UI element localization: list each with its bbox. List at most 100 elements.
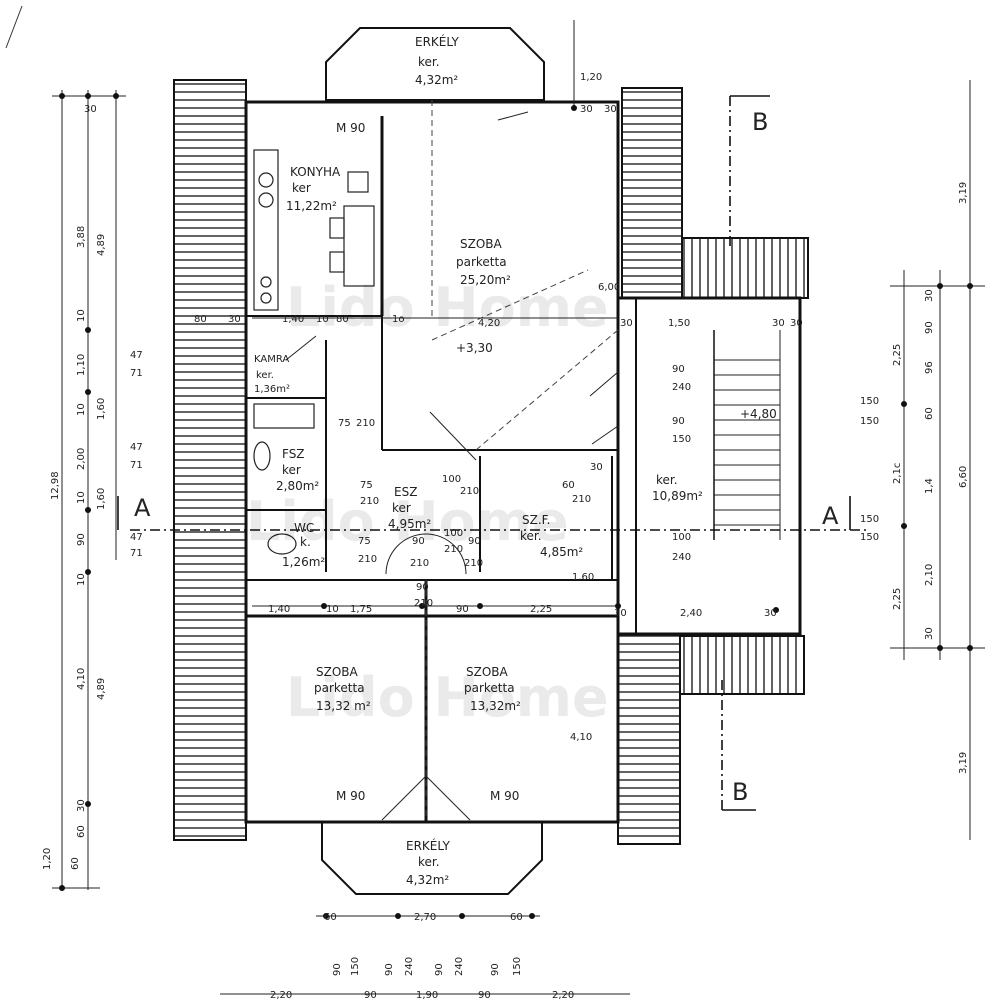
dimension-lines xyxy=(52,20,985,995)
section-lines xyxy=(117,95,870,811)
dimension-label: 240 xyxy=(672,382,691,393)
dimension-label: 6,00 xyxy=(598,282,620,293)
dimension-label: 1,60 xyxy=(96,488,107,510)
room-se-name: SZOBA xyxy=(466,665,509,679)
dimension-label: 90 xyxy=(332,963,343,976)
closet-name: SZ.F. xyxy=(522,513,550,527)
dimension-label: 4,89 xyxy=(96,678,107,700)
section-markers: A A B B xyxy=(134,108,839,806)
room-labels: ERKÉLY ker. 4,32m² KONYHA ker 11,22m² SZ… xyxy=(254,34,703,887)
dimension-label: 210 xyxy=(360,496,379,507)
dimension-label: 100 xyxy=(672,532,691,543)
dimension-ticks xyxy=(59,93,973,919)
dimension-label: 75 xyxy=(338,418,351,429)
watermark: Lido Home Lido Home Lido Home xyxy=(246,276,609,729)
pantry-floor: ker. xyxy=(256,370,274,381)
balcony-top-area: 4,32m² xyxy=(415,73,458,87)
room-se-floor: parketta xyxy=(464,681,515,695)
dimension-label: 10 xyxy=(326,604,339,615)
level-marks: +3,30 +4,80 M 90 M 90 M 90 xyxy=(336,121,777,803)
dimension-label: 150 xyxy=(860,416,879,427)
dimension-label: 1,60 xyxy=(96,398,107,420)
level-stair: +4,80 xyxy=(740,407,777,421)
dimension-label: 30 xyxy=(590,462,603,473)
roof-slope-northeast xyxy=(621,87,683,299)
dimension-label: 2,70 xyxy=(414,912,436,923)
room-big-area: 25,20m² xyxy=(460,273,511,287)
dimension-label: 60 xyxy=(70,857,81,870)
door-mark-top: M 90 xyxy=(336,121,365,135)
dimension-label: 1,40 xyxy=(268,604,290,615)
dimension-label: 10 xyxy=(76,573,87,586)
dimension-label: 1,50 xyxy=(668,318,690,329)
dimension-label: 210 xyxy=(358,554,377,565)
kitchen-fixtures xyxy=(253,149,375,555)
roof-slope-southeast xyxy=(617,633,681,845)
dimension-label: 60 xyxy=(76,825,87,838)
dimension-label: 75 xyxy=(360,480,373,491)
room-big-name: SZOBA xyxy=(460,237,503,251)
dimension-label: 30 xyxy=(614,608,627,619)
dimension-label: 60 xyxy=(324,912,337,923)
dimension-label: 2,20 xyxy=(552,990,574,1000)
room-big-floor: parketta xyxy=(456,255,507,269)
balconies xyxy=(321,27,545,895)
dimension-label: 4,10 xyxy=(570,732,592,743)
dimension-label: 3,19 xyxy=(958,182,969,204)
dimension-label: 30 xyxy=(604,104,617,115)
stair-hall-area: 10,89m² xyxy=(652,489,703,503)
section-b-top: B xyxy=(752,108,768,136)
dimension-label: 47 xyxy=(130,350,143,361)
dimension-label: 96 xyxy=(924,361,935,374)
balcony-top-floor: ker. xyxy=(418,55,440,69)
roof-dormer-ne xyxy=(681,237,809,299)
watermark-text-1: Lido Home xyxy=(286,276,609,339)
dimension-label: 90 xyxy=(412,536,425,547)
dimension-label: 2,00 xyxy=(76,448,87,470)
bath-name: FSZ xyxy=(282,447,305,461)
dimension-label: 150 xyxy=(860,396,879,407)
roof-slope-west xyxy=(173,79,247,841)
dimension-label: 210 xyxy=(444,544,463,555)
dimension-label: 90 xyxy=(456,604,469,615)
dimension-label: 60 xyxy=(924,407,935,420)
dimension-label: 150 xyxy=(512,957,523,976)
dimension-label: 30 xyxy=(924,627,935,640)
stair-hall-floor: ker. xyxy=(656,473,678,487)
room-sw-name: SZOBA xyxy=(316,665,359,679)
dimension-label: 71 xyxy=(130,460,143,471)
dimension-label: 150 xyxy=(860,532,879,543)
hall-name: ESZ xyxy=(394,485,417,499)
dimension-label: 2,20 xyxy=(270,990,292,1000)
dimension-label: 30 xyxy=(620,318,633,329)
balcony-bottom-name: ERKÉLY xyxy=(406,838,450,853)
stair xyxy=(714,330,781,540)
dimension-label: 2,40 xyxy=(680,608,702,619)
dimension-label: 2,25 xyxy=(892,588,903,610)
dimension-label: 1,40 xyxy=(282,314,304,325)
balcony-bottom-floor: ker. xyxy=(418,855,440,869)
dimension-label: 1,10 xyxy=(76,354,87,376)
dimension-label: 10 xyxy=(76,491,87,504)
dimension-label: 4,20 xyxy=(478,318,500,329)
dimension-label: 1,4 xyxy=(924,478,935,494)
dimension-label: 2,25 xyxy=(530,604,552,615)
dimension-label: 210 xyxy=(410,558,429,569)
dimension-label: 10 xyxy=(76,309,87,322)
watermark-text-3: Lido Home xyxy=(286,666,609,729)
watermark-text-2: Lido Home xyxy=(246,490,569,553)
closet-floor: ker. xyxy=(520,529,542,543)
dimension-label: 150 xyxy=(350,957,361,976)
dimension-label: 3,88 xyxy=(76,226,87,248)
dimension-label: 240 xyxy=(454,957,465,976)
section-a-left: A xyxy=(134,494,151,522)
dimension-label: 30 xyxy=(84,104,97,115)
ridge-lines xyxy=(425,100,619,820)
dimension-label: 210 xyxy=(464,558,483,569)
dimension-labels: 12,984,891,601,604,891,203,88101,10102,0… xyxy=(42,72,969,1000)
dimension-label: 90 xyxy=(468,536,481,547)
door-swings xyxy=(285,111,619,821)
dimension-label: 30 xyxy=(228,314,241,325)
wc-floor: k. xyxy=(300,535,311,549)
